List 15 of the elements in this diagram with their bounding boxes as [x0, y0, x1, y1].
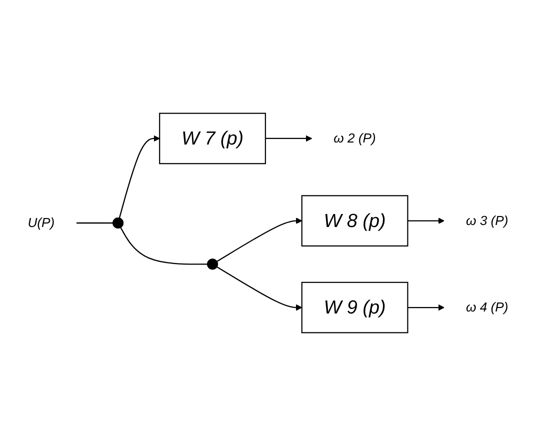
node-box: W 8 (p)	[301, 194, 408, 246]
node-text: ω 3 (P)	[466, 212, 508, 228]
node-box: W 9 (p)	[301, 281, 408, 333]
arrow	[408, 217, 444, 224]
node-text: ω 4 (P)	[466, 299, 508, 314]
connector	[76, 222, 113, 224]
node-box: W 7 (p)	[159, 112, 266, 164]
arrow	[265, 134, 312, 142]
arrow	[118, 134, 160, 218]
connector	[120, 226, 208, 264]
arrow	[408, 304, 444, 310]
node-text: ω 2 (P)	[334, 130, 376, 145]
arrow	[216, 217, 302, 262]
node-text: U(P)	[28, 214, 55, 230]
arrow	[216, 266, 302, 310]
